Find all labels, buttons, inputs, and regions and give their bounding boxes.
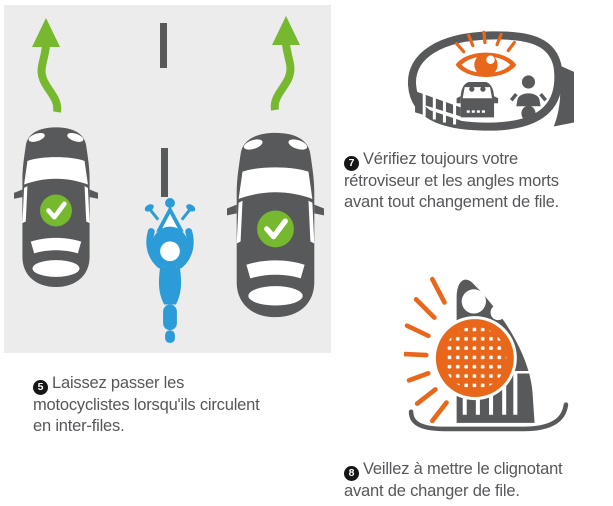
motorcycle-icon — [144, 198, 196, 344]
note-5-line-1: Laissez passer les — [52, 374, 185, 392]
lane-dash-top — [160, 23, 167, 68]
motorcyclist-icon — [509, 75, 548, 121]
curved-up-arrow-icon — [270, 16, 300, 111]
blink-rays — [404, 276, 449, 424]
note-5-line-3: en inter-files. — [33, 417, 125, 435]
eye-icon — [454, 30, 517, 77]
turn-signal-icon — [404, 276, 569, 432]
note-7: 7 Vérifiez toujours votre rétroviseur et … — [344, 149, 613, 213]
car-top-view-icon — [227, 132, 324, 318]
note-8-line-2: avant de changer de file. — [344, 482, 520, 500]
car-top-view-icon — [14, 127, 98, 287]
guardrail-icon — [415, 91, 461, 126]
lamp-dots — [443, 326, 507, 390]
note-8-number-badge: 8 — [344, 466, 359, 481]
note-7-line-2: rétroviseur et les angles morts — [344, 172, 559, 190]
note-7-line-3: avant tout changement de file. — [344, 193, 560, 211]
lane-scene-panel — [4, 5, 331, 353]
note-5: 5 Laissez passer les motocyclistes lorsqu… — [33, 373, 343, 437]
checkmark-circle-icon — [40, 194, 72, 227]
note-7-number-badge: 7 — [344, 156, 359, 171]
lane-dash-bottom — [161, 148, 168, 197]
side-mirror-icon — [408, 30, 574, 131]
curved-up-arrow-icon — [32, 18, 62, 113]
note-7-line-1: Vérifiez toujours votre — [363, 150, 518, 168]
car-front-icon — [456, 82, 499, 118]
note-5-number-badge: 5 — [33, 380, 48, 395]
note-8: 8 Veillez à mettre le clignotant avant de… — [344, 459, 613, 502]
checkmark-circle-icon — [257, 210, 294, 248]
note-5-line-2: motocyclistes lorsqu'ils circulent — [33, 396, 260, 414]
note-8-line-1: Veillez à mettre le clignotant — [363, 460, 563, 478]
